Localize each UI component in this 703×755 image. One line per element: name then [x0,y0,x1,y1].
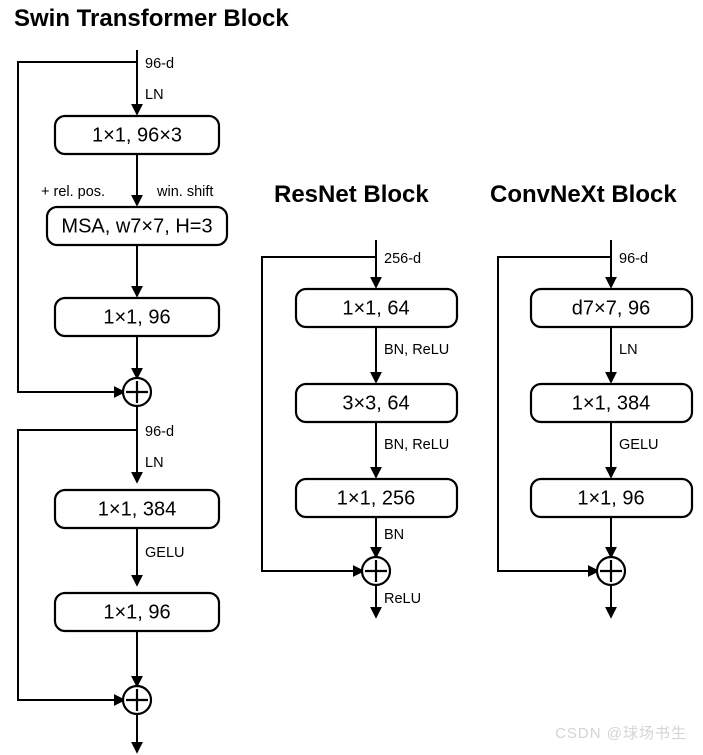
swin-relpos-label: + rel. pos. [41,184,105,200]
swin-input2-label: 96-d [145,424,174,440]
convnext-edge-2-label: GELU [619,437,659,453]
swin-ln1-label: LN [145,87,164,103]
swin-box-msa-label: MSA, w7×7, H=3 [61,215,212,237]
swin-ln2-label: LN [145,455,164,471]
convnext-title: ConvNeXt Block [490,181,677,208]
convnext-input-label: 96-d [619,251,648,267]
resnet-residual-path [261,256,376,577]
swin-box-qkv-label: 1×1, 96×3 [92,124,182,146]
convnext-box-3-label: 1×1, 96 [577,487,644,509]
resnet-box-1-label: 1×1, 64 [342,297,409,319]
swin-residual-path-2 [17,429,137,706]
swin-box-mlp-up-label: 1×1, 384 [98,498,176,520]
convnext-box-2-label: 1×1, 384 [572,392,650,414]
resnet-input-label: 256-d [384,251,421,267]
convnext-box-1-label: d7×7, 96 [572,297,650,319]
swin-gelu-label: GELU [145,545,185,561]
convnext-residual-path [497,256,611,577]
swin-winshift-label: win. shift [156,184,213,200]
swin-box-mlp-down-label: 1×1, 96 [103,601,170,623]
swin-box-proj-label: 1×1, 96 [103,306,170,328]
resnet-box-3-label: 1×1, 256 [337,487,415,509]
swin-input-label: 96-d [145,56,174,72]
swin-residual-path-1 [17,61,137,398]
resnet-edge-3-label: BN [384,527,404,543]
resnet-edge-2-label: BN, ReLU [384,437,449,453]
swin-title: Swin Transformer Block [14,5,289,32]
resnet-edge-1-label: BN, ReLU [384,342,449,358]
resnet-box-2-label: 3×3, 64 [342,392,409,414]
csdn-watermark: CSDN @球场书生 [555,725,687,742]
resnet-relu-label: ReLU [384,591,421,607]
convnext-edge-1-label: LN [619,342,638,358]
resnet-title: ResNet Block [274,181,429,208]
